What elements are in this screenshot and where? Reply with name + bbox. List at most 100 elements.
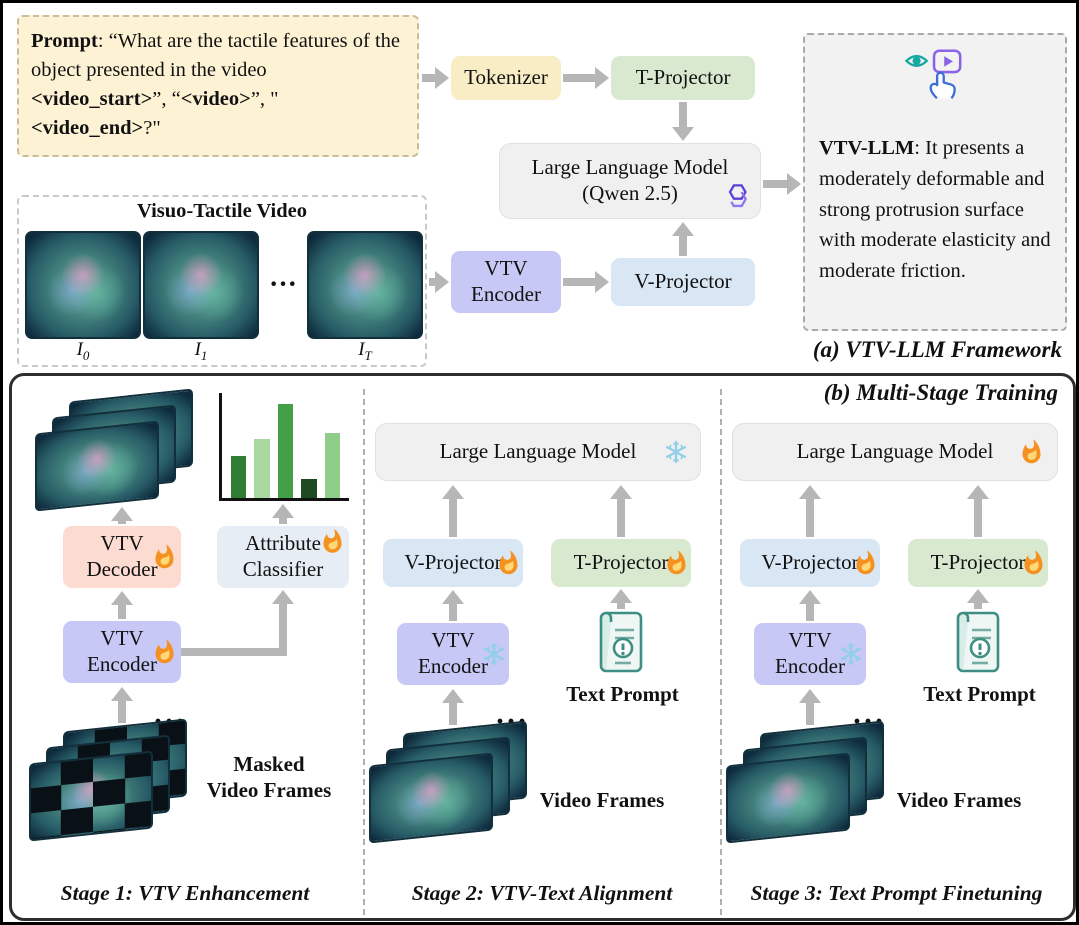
llm-label: Large Language Model [439, 439, 637, 464]
v-projector-box: V-Projector [611, 258, 755, 306]
vtv-encoder-label-line2: Encoder [775, 654, 845, 678]
video-frame [35, 420, 159, 512]
vtv-encoder-label-line2: Encoder [87, 652, 157, 676]
vtv-encoder-label-line1: VTV [100, 626, 144, 651]
v-projector-label: V-Projector [634, 269, 732, 294]
fire-icon [319, 528, 346, 555]
prompt-tag-video-start: <video_start> [31, 88, 153, 111]
arrow-prompt-to-tokenizer [422, 67, 449, 89]
fire-icon [852, 550, 879, 577]
arrow-frames-to-encoder-s2 [442, 689, 464, 725]
masked-video-frame [29, 750, 153, 842]
attribute-bar-chart [219, 393, 349, 501]
video-frame-stack-stage2 [369, 720, 549, 844]
snowflake-icon [839, 642, 863, 666]
prompt-label: Prompt [31, 30, 98, 52]
vtv-encoder-box-stage2: VTV Encoder [397, 623, 509, 685]
v-projector-label: V-Projector [404, 550, 502, 575]
arrow-decoder-to-frames [111, 507, 133, 524]
v-projector-box-stage2: V-Projector [383, 539, 523, 587]
fire-icon [1018, 439, 1045, 466]
arrow-frames-to-encoder-s3 [799, 689, 821, 725]
tokenizer-label: Tokenizer [464, 65, 548, 90]
video-frame-stack-stage3 [726, 720, 906, 844]
llm-box-stage3: Large Language Model [732, 423, 1058, 481]
chart-bar [277, 403, 294, 498]
llm-box: Large Language Model (Qwen 2.5) [499, 143, 761, 219]
arrow-tprojector-to-llm-s2 [610, 485, 632, 537]
fire-icon [151, 639, 178, 666]
arrow-tprojector-to-llm-s3 [967, 485, 989, 537]
panel-b-border [9, 373, 1076, 921]
prompt-text-1: : “What are the tactile features of the … [31, 30, 401, 82]
text-prompt-icon [951, 609, 1005, 675]
vtv-encoder-box-stage3: VTV Encoder [754, 623, 866, 685]
stage-divider-1 [363, 389, 365, 915]
video-frame [143, 231, 259, 339]
attribute-classifier-label-line2: Classifier [242, 557, 324, 581]
prompt-tag-video: <video> [180, 88, 251, 111]
vtv-encoder-box-stage1: VTV Encoder [63, 621, 181, 683]
prompt-text-3: ”, " [250, 88, 279, 111]
arrow-vprojector-to-llm [672, 222, 694, 256]
fire-icon [151, 544, 178, 571]
llm-label: Large Language Model [796, 439, 994, 464]
vtv-encoder-label-line1: VTV [484, 256, 528, 281]
vtv-decoder-label-line1: VTV [100, 531, 144, 556]
eye-play-hand-icon [904, 47, 966, 101]
arrow-tokenizer-to-tprojector [563, 67, 609, 89]
fire-icon [663, 550, 690, 577]
llm-label-line1: Large Language Model [531, 155, 729, 180]
arrow-prompt-to-tprojector-s2 [610, 589, 632, 609]
arrow-classifier-to-chart [272, 504, 294, 524]
video-section-title: Visuo-Tactile Video [137, 200, 307, 222]
vtv-encoder-label-line1: VTV [788, 628, 832, 653]
llm-box-stage2: Large Language Model [375, 423, 701, 481]
prompt-text-2: ”, “ [152, 88, 181, 111]
arrow-video-to-encoder [429, 271, 449, 293]
arrow-encoder-to-vprojector-s2 [442, 590, 464, 621]
frame-label-it: IT [358, 339, 372, 363]
video-frames-label-stage2: Video Frames [539, 788, 665, 812]
video-frame [307, 231, 423, 339]
text-prompt-label: Text Prompt [566, 682, 679, 706]
fire-icon [1020, 550, 1047, 577]
video-frame [25, 231, 141, 339]
t-projector-label: T-Projector [635, 65, 731, 90]
stage1-caption: Stage 1: VTV Enhancement [60, 881, 310, 905]
output-label: VTV-LLM [819, 137, 915, 159]
vtv-encoder-label-line1: VTV [431, 628, 475, 653]
t-projector-box: T-Projector [611, 56, 755, 100]
llm-label-line2: (Qwen 2.5) [582, 181, 678, 205]
masked-frame-stack [29, 718, 209, 842]
snowflake-icon [664, 440, 688, 464]
reconstructed-frame-stack [35, 388, 215, 512]
arrow-vprojector-to-llm-s3 [799, 485, 821, 537]
arrow-masked-to-encoder [111, 687, 133, 723]
panel-a-caption: (a) VTV-LLM Framework [812, 337, 1062, 362]
t-projector-box-stage2: T-Projector [551, 539, 691, 587]
arrow-encoder-to-decoder [111, 591, 133, 619]
output-body: : It presents a moderately deformable an… [819, 137, 1051, 282]
chart-bar [324, 432, 341, 498]
vtv-encoder-box: VTV Encoder [451, 251, 561, 313]
text-prompt-label: Text Prompt [923, 682, 1036, 706]
arrow-vprojector-to-llm-s2 [442, 485, 464, 537]
v-projector-box-stage3: V-Projector [740, 539, 880, 587]
arrow-tprojector-to-llm [672, 102, 694, 141]
t-projector-box-stage3: T-Projector [908, 539, 1048, 587]
output-text: VTV-LLM: It presents a moderately deform… [819, 133, 1051, 287]
arrow-llm-to-output [763, 173, 801, 195]
v-projector-label: V-Projector [761, 550, 859, 575]
stage2-caption: Stage 2: VTV-Text Alignment [411, 881, 673, 905]
text-prompt-icon [594, 609, 648, 675]
frame-label-i0: I0 [76, 339, 90, 363]
prompt-text-4: ?" [143, 117, 161, 140]
arrow-encoder-to-classifier [272, 590, 294, 656]
qwen-logo-icon [723, 182, 752, 211]
chart-bar [301, 479, 317, 498]
video-frame [369, 752, 493, 844]
video-frames-label-stage3: Video Frames [896, 788, 1022, 812]
attribute-classifier-label-line1: Attribute [245, 531, 321, 556]
